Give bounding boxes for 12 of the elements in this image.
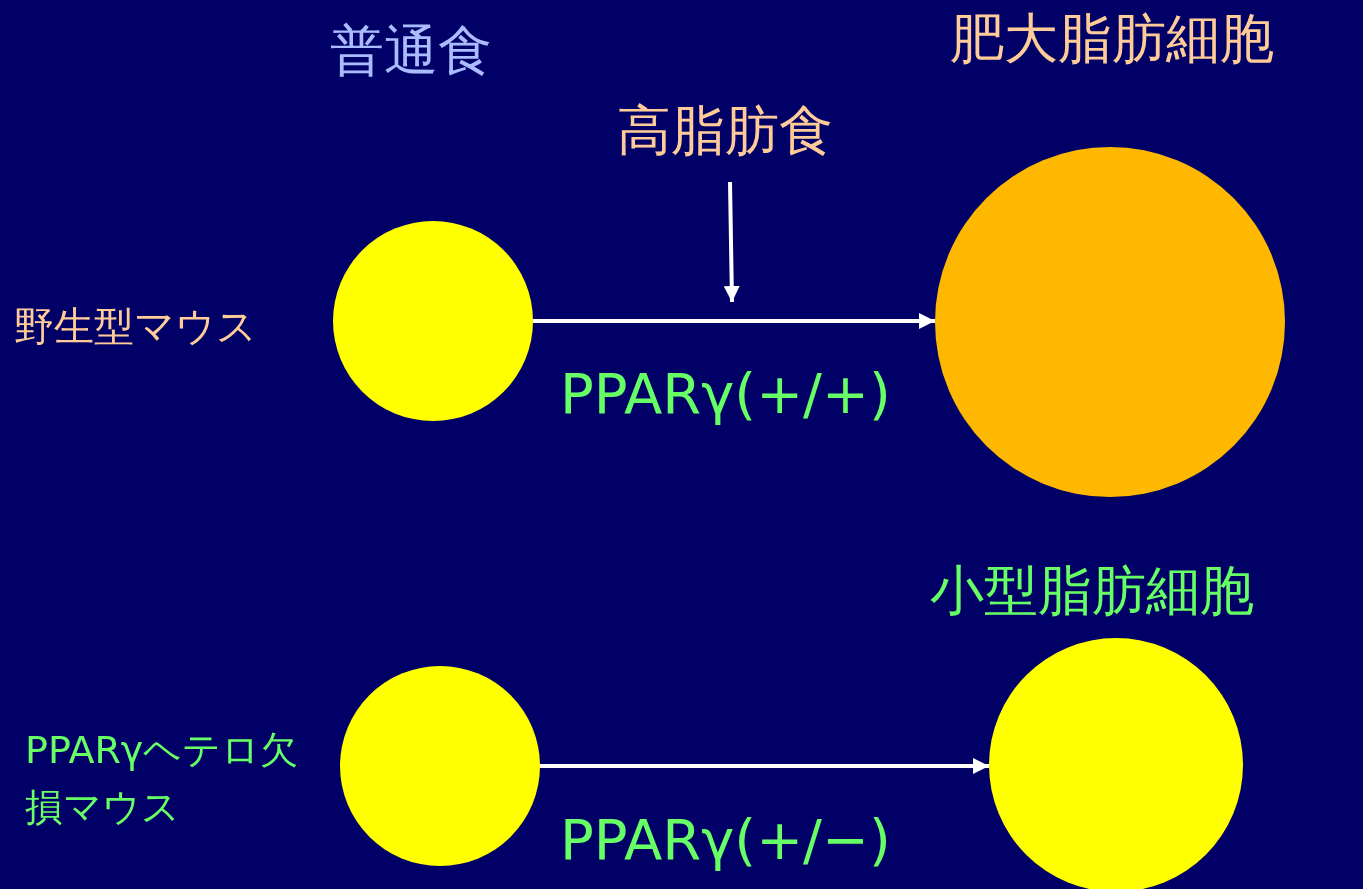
arrow — [540, 758, 989, 774]
cell-type-heading: 小型脂肪細胞 — [930, 560, 1254, 623]
cell-circle — [333, 221, 533, 421]
mouse-label: 野生型マウス — [14, 302, 257, 351]
cell-circle — [340, 666, 540, 866]
cell-type-heading: 肥大脂肪細胞 — [950, 8, 1274, 71]
diet-label: 普通食 — [330, 18, 492, 84]
cell-circle — [935, 147, 1285, 497]
arrow — [533, 313, 935, 329]
arrow — [723, 181, 740, 303]
diet-label: 高脂肪食 — [616, 100, 834, 163]
mouse-label: PPARγヘテロ欠損マウス — [25, 727, 300, 831]
